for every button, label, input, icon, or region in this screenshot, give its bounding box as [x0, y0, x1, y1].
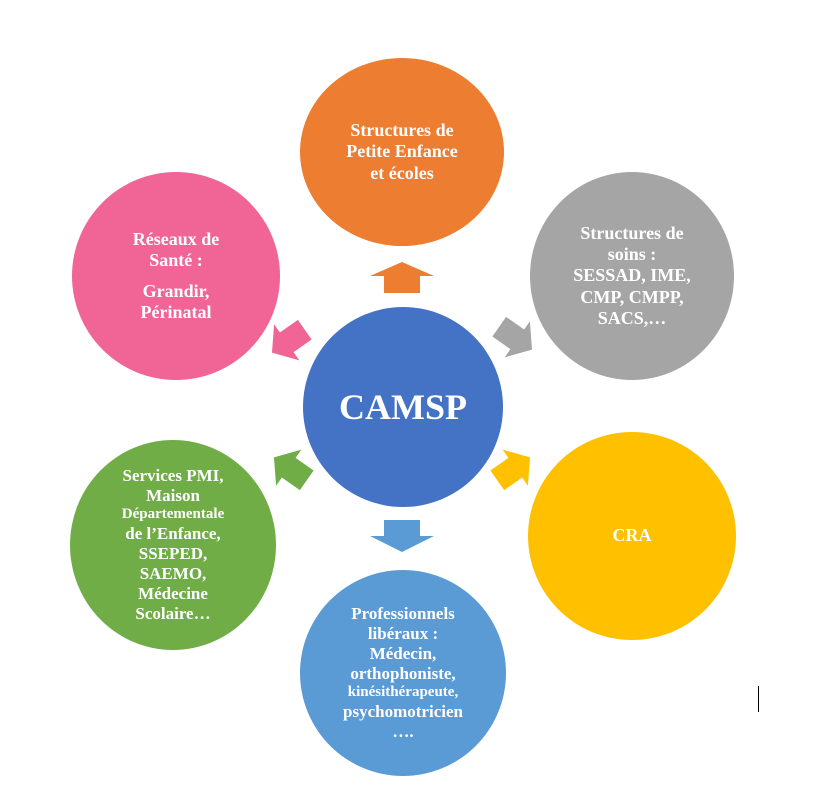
node-camsp-center: CAMSP: [303, 307, 503, 507]
node-line: ….: [392, 721, 414, 741]
arrow-to-cra: [490, 449, 531, 491]
arrow-to-reseaux-sante: [271, 319, 312, 361]
arrow-to-structures-soins: [492, 316, 533, 358]
arrow-to-services-pmi: [273, 449, 314, 491]
center-label: CAMSP: [339, 386, 467, 427]
node-cra: CRA: [528, 432, 736, 640]
node-line: Grandir,: [142, 281, 210, 301]
node-line: Départementale: [121, 506, 225, 523]
node-line: CMP, CMPP,: [580, 286, 684, 307]
node-line: Structures de: [580, 222, 684, 243]
node-structures-petite-enfance: Structures de Petite Enfance et écoles: [300, 58, 504, 246]
node-line: Médecin,: [369, 644, 437, 664]
node-line: Maison: [146, 486, 200, 506]
node-services-pmi: Services PMI, Maison Départementale de l…: [70, 440, 276, 650]
node-line: Services PMI,: [122, 465, 224, 485]
node-line: Périnatal: [140, 302, 212, 323]
node-line: libéraux :: [367, 624, 439, 644]
node-line: Santé :: [149, 249, 203, 270]
node-line: Médecine: [138, 583, 208, 603]
node-line: orthophoniste,: [350, 664, 456, 684]
node-reseaux-sante: Réseaux de Santé : Grandir, Périnatal: [72, 172, 280, 380]
node-line: Professionnels: [351, 604, 455, 624]
node-line: de l’Enfance,: [125, 523, 221, 543]
node-line: Petite Enfance: [346, 141, 458, 162]
node-line: CRA: [612, 525, 652, 546]
node-structures-soins: Structures de soins : SESSAD, IME, CMP, …: [530, 172, 734, 380]
node-line: SACS,…: [597, 307, 667, 328]
node-professionnels-liberaux: Professionnels libéraux : Médecin, ortho…: [300, 570, 506, 776]
arrow-to-professionnels: [370, 520, 434, 552]
node-line: SAEMO,: [139, 563, 207, 583]
text-cursor: [758, 686, 759, 712]
node-line: et écoles: [370, 162, 434, 183]
node-line: Structures de: [350, 120, 454, 141]
node-line: soins :: [607, 244, 657, 265]
node-line: Réseaux de: [132, 228, 220, 249]
node-line: kinésithérapeute,: [347, 684, 459, 701]
node-line: Scolaire…: [135, 603, 211, 623]
node-line: SSEPED,: [138, 543, 208, 563]
node-line: SESSAD, IME,: [573, 265, 691, 286]
node-line: psychomotricien: [343, 701, 463, 721]
arrow-to-petite-enfance: [370, 262, 434, 293]
